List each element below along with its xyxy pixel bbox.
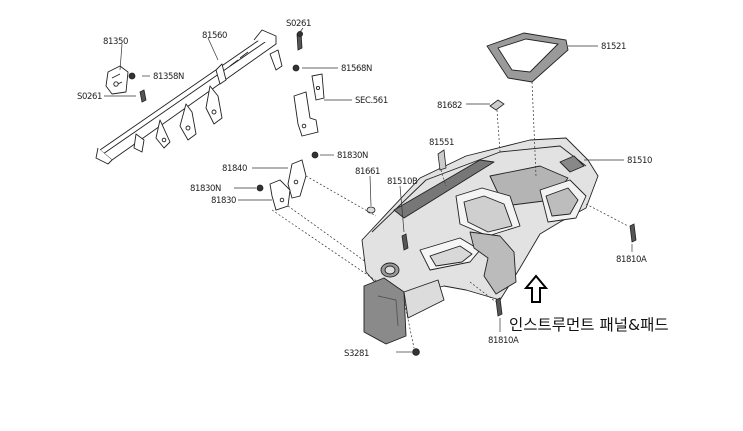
label-81560: 81560 — [202, 31, 227, 41]
label-81682: 81682 — [437, 101, 462, 111]
side-panel — [363, 277, 445, 345]
label-sec561: SEC.561 — [355, 96, 388, 106]
label-s0261-a: S0261 — [286, 19, 311, 29]
label-81830n-a: 81830N — [337, 151, 368, 161]
label-81510: 81510 — [627, 156, 652, 166]
label-81568n: 81568N — [341, 64, 372, 74]
bracket-sec561 — [293, 73, 325, 137]
label-81358n: 81358N — [153, 72, 184, 82]
label-81830: 81830 — [211, 196, 236, 206]
arrow-up-icon — [523, 274, 549, 303]
label-81810a-a: 81810A — [616, 255, 647, 265]
label-s3281: S3281 — [344, 349, 369, 359]
cross-member-beam — [95, 29, 283, 165]
label-81661: 81661 — [355, 167, 380, 177]
label-81521: 81521 — [601, 42, 626, 52]
label-s0261-b: S0261 — [77, 92, 102, 102]
small-parts — [128, 30, 637, 356]
label-81840: 81840 — [222, 164, 247, 174]
diagram-caption: 인스트루먼트 패널&패드 — [509, 316, 669, 334]
part-labels: 81350 81560 81358N S0261 S0261 81568N SE… — [77, 19, 652, 359]
label-81830n-b: 81830N — [190, 184, 221, 194]
top-pad-81521 — [486, 32, 569, 83]
bracket-81840 — [269, 159, 307, 211]
dashed-lines — [271, 81, 629, 349]
leader-lines — [104, 27, 633, 353]
label-81510b: 81510B — [387, 177, 418, 187]
label-81810a-b: 81810A — [488, 336, 519, 346]
label-81551: 81551 — [429, 138, 454, 148]
label-81350: 81350 — [103, 37, 128, 47]
instrument-panel-81510 — [361, 137, 599, 301]
